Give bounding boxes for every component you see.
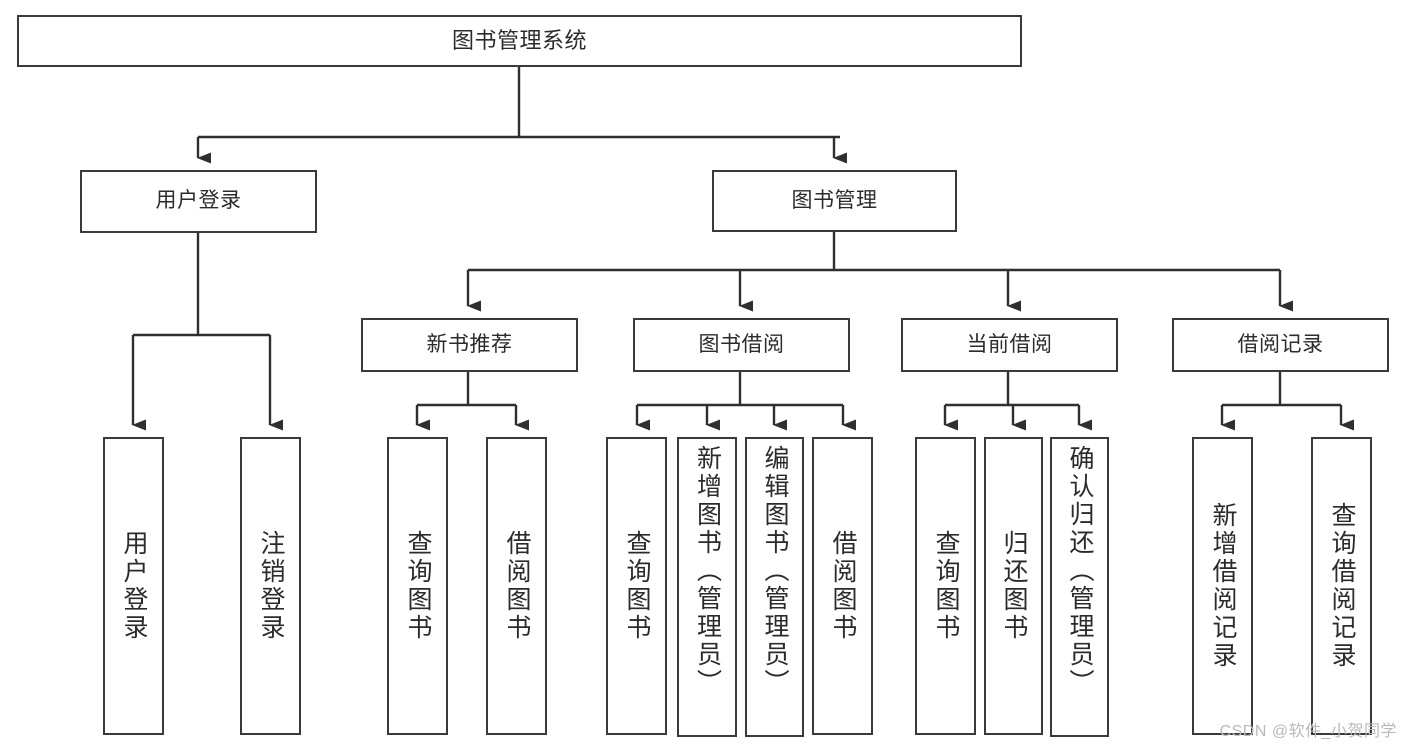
edge-group-new-book-recommend	[415, 372, 529, 431]
node-leaf-return-book[interactable]: 归还图书	[984, 437, 1043, 735]
node-label: 用户登录	[120, 530, 148, 642]
edge-group-current-borrow	[943, 372, 1092, 431]
node-leaf-query-book-2[interactable]: 查询图书	[606, 437, 667, 735]
node-leaf-user-login[interactable]: 用户登录	[103, 437, 164, 735]
edge-group-book-borrow	[635, 372, 856, 431]
node-book-borrow[interactable]: 图书借阅	[633, 318, 850, 372]
node-leaf-borrow-book-2[interactable]: 借阅图书	[812, 437, 873, 735]
node-leaf-add-book-admin[interactable]: 新增图书（管理员）	[677, 437, 737, 737]
node-label: 查询借阅记录	[1328, 502, 1356, 670]
node-book-manage[interactable]: 图书管理	[712, 170, 957, 232]
node-label: 借阅图书	[829, 530, 857, 642]
node-root-book-management-system[interactable]: 图书管理系统	[17, 15, 1022, 67]
node-leaf-query-book-1[interactable]: 查询图书	[387, 437, 448, 735]
node-label: 图书管理	[791, 188, 878, 212]
node-label: 用户登录	[155, 189, 242, 213]
node-user-login[interactable]: 用户登录	[80, 170, 317, 233]
node-label: 新书推荐	[426, 332, 513, 356]
node-leaf-add-borrow-record[interactable]: 新增借阅记录	[1192, 437, 1253, 735]
node-leaf-borrow-book-1[interactable]: 借阅图书	[486, 437, 547, 735]
edge-group-borrow-record	[1220, 372, 1354, 431]
node-label: 借阅记录	[1237, 332, 1324, 356]
node-label: 当前借阅	[966, 332, 1053, 356]
node-label: 查询图书	[404, 530, 432, 642]
node-leaf-query-borrow-record[interactable]: 查询借阅记录	[1311, 437, 1372, 735]
node-label: 归还图书	[1000, 530, 1028, 642]
node-label: 查询图书	[932, 530, 960, 642]
node-borrow-record[interactable]: 借阅记录	[1172, 318, 1389, 372]
watermark-text: CSDN @软件_小贺同学	[1219, 723, 1397, 740]
node-leaf-query-book-3[interactable]: 查询图书	[915, 437, 976, 735]
node-label: 新增图书（管理员）	[693, 445, 722, 697]
node-label: 确认归还（管理员）	[1066, 445, 1094, 697]
node-new-book-recommend[interactable]: 新书推荐	[361, 318, 578, 372]
edge-group-root	[196, 67, 847, 164]
node-label: 编辑图书（管理员）	[761, 445, 789, 697]
edge-group-user-login	[131, 233, 283, 431]
node-leaf-logout-login[interactable]: 注销登录	[240, 437, 301, 735]
node-label: 查询图书	[623, 530, 651, 642]
node-label: 注销登录	[257, 530, 285, 642]
node-label: 图书管理系统	[451, 28, 587, 54]
node-leaf-edit-book-admin[interactable]: 编辑图书（管理员）	[745, 437, 804, 737]
edge-group-book-manage	[466, 232, 1293, 312]
node-leaf-confirm-return-admin[interactable]: 确认归还（管理员）	[1050, 437, 1109, 737]
node-label: 图书借阅	[698, 332, 785, 356]
node-label: 新增借阅记录	[1209, 502, 1237, 670]
node-label: 借阅图书	[503, 530, 531, 642]
node-current-borrow[interactable]: 当前借阅	[901, 318, 1118, 372]
